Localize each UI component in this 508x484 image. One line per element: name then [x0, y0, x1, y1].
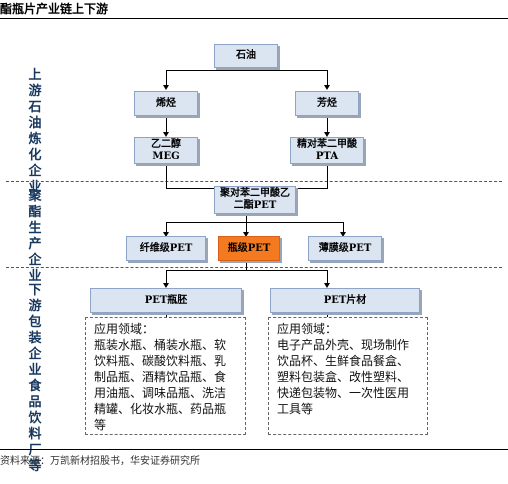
node-olefin-label: 烯烃	[156, 97, 176, 109]
node-meg: 乙二醇 MEG	[134, 137, 198, 164]
top-rule	[0, 18, 508, 19]
node-pet-preform: PET瓶胚	[90, 288, 242, 313]
node-pet-line2: 二酯PET	[233, 200, 277, 211]
applications-sheet-label: 应用领域：	[277, 322, 338, 336]
node-bottle-grade: 瓶级PET	[218, 236, 280, 261]
figure-title: 酯瓶片产业链上下游	[0, 2, 109, 16]
section-label-downstream: 下游包装企业食品饮料厂等	[28, 283, 42, 474]
node-meg-cn: 乙二醇	[151, 138, 181, 150]
connector-bottle-down	[246, 261, 247, 270]
connector-to-fiber	[166, 222, 167, 233]
section-label-midstream: 聚酯生产企业	[28, 189, 42, 284]
node-sheet-label: PET片材	[323, 294, 367, 306]
node-olefin: 烯烃	[134, 91, 198, 116]
node-pta-cn: 精对苯二甲酸	[297, 138, 357, 150]
applications-preform: 应用领域： 瓶装水瓶、桶装水瓶、软饮料瓶、碳酸饮料瓶、乳制品瓶、酒精饮品瓶、食用…	[85, 317, 246, 435]
node-meg-en: MEG	[152, 150, 180, 162]
arrow-to-film	[340, 232, 346, 237]
arrow-to-olefin	[163, 85, 169, 90]
arrow-to-bottle	[243, 232, 249, 237]
connector-pet-branch	[166, 222, 344, 223]
source-note: 资料来源：万凯新材招股书，华安证券研究所	[0, 456, 200, 467]
connector-to-sheet	[327, 270, 328, 284]
connector-olefin-meg	[166, 116, 167, 133]
connector-meg-down	[166, 164, 167, 188]
applications-sheet: 应用领域： 电子产品外壳、现场制作饮品杯、生鲜食品餐盒、塑料包装盒、改性塑料、快…	[268, 317, 428, 435]
node-fiber-grade: 纤维级PET	[126, 236, 206, 261]
node-pet-sheet: PET片材	[270, 288, 420, 313]
arrow-to-sheet	[324, 283, 330, 288]
section-divider-upper	[6, 181, 502, 182]
section-label-upstream: 上游石油炼化企业	[28, 68, 42, 195]
connector-bottle-branch	[166, 270, 328, 271]
node-preform-label: PET瓶胚	[144, 294, 188, 306]
node-bottle-label: 瓶级PET	[227, 242, 271, 254]
node-oil: 石油	[214, 44, 278, 68]
bottom-rule	[0, 449, 508, 450]
node-aromatic: 芳烃	[295, 91, 359, 116]
connector-oil-branch	[166, 70, 328, 71]
connector-preform-apps	[166, 313, 167, 317]
connector-to-aromatic	[327, 70, 328, 86]
arrow-to-aromatic	[324, 85, 330, 90]
connector-sheet-apps	[327, 313, 328, 317]
node-pet: 聚对苯二甲酸乙 二酯PET	[214, 186, 296, 214]
connector-pet-down	[246, 214, 247, 222]
node-fiber-label: 纤维级PET	[139, 242, 193, 254]
arrow-to-meg	[163, 132, 169, 137]
node-pta-en: PTA	[315, 150, 339, 162]
node-pta: 精对苯二甲酸 PTA	[290, 137, 364, 164]
applications-sheet-text: 电子产品外壳、现场制作饮品杯、生鲜食品餐盒、塑料包装盒、改性塑料、快递包装物、一…	[277, 338, 410, 416]
connector-to-preform	[166, 270, 167, 284]
arrow-to-fiber	[163, 232, 169, 237]
connector-pta-down	[327, 164, 328, 188]
connector-aromatic-pta	[327, 116, 328, 133]
node-film-label: 薄膜级PET	[318, 242, 372, 254]
applications-preform-label: 应用领域：	[94, 322, 155, 336]
connector-to-bottle	[246, 222, 247, 233]
node-pet-line1: 聚对苯二甲酸乙	[220, 188, 290, 199]
node-aromatic-label: 芳烃	[317, 97, 337, 109]
node-film-grade: 薄膜级PET	[308, 236, 382, 261]
applications-preform-text: 瓶装水瓶、桶装水瓶、软饮料瓶、碳酸饮料瓶、乳制品瓶、酒精饮品瓶、食用油瓶、调味品…	[94, 338, 227, 432]
arrow-to-pta	[324, 132, 330, 137]
section-divider-lower	[6, 267, 502, 268]
connector-to-olefin	[166, 70, 167, 86]
connector-to-film	[343, 222, 344, 233]
node-oil-label: 石油	[236, 50, 256, 61]
arrow-to-preform	[163, 283, 169, 288]
